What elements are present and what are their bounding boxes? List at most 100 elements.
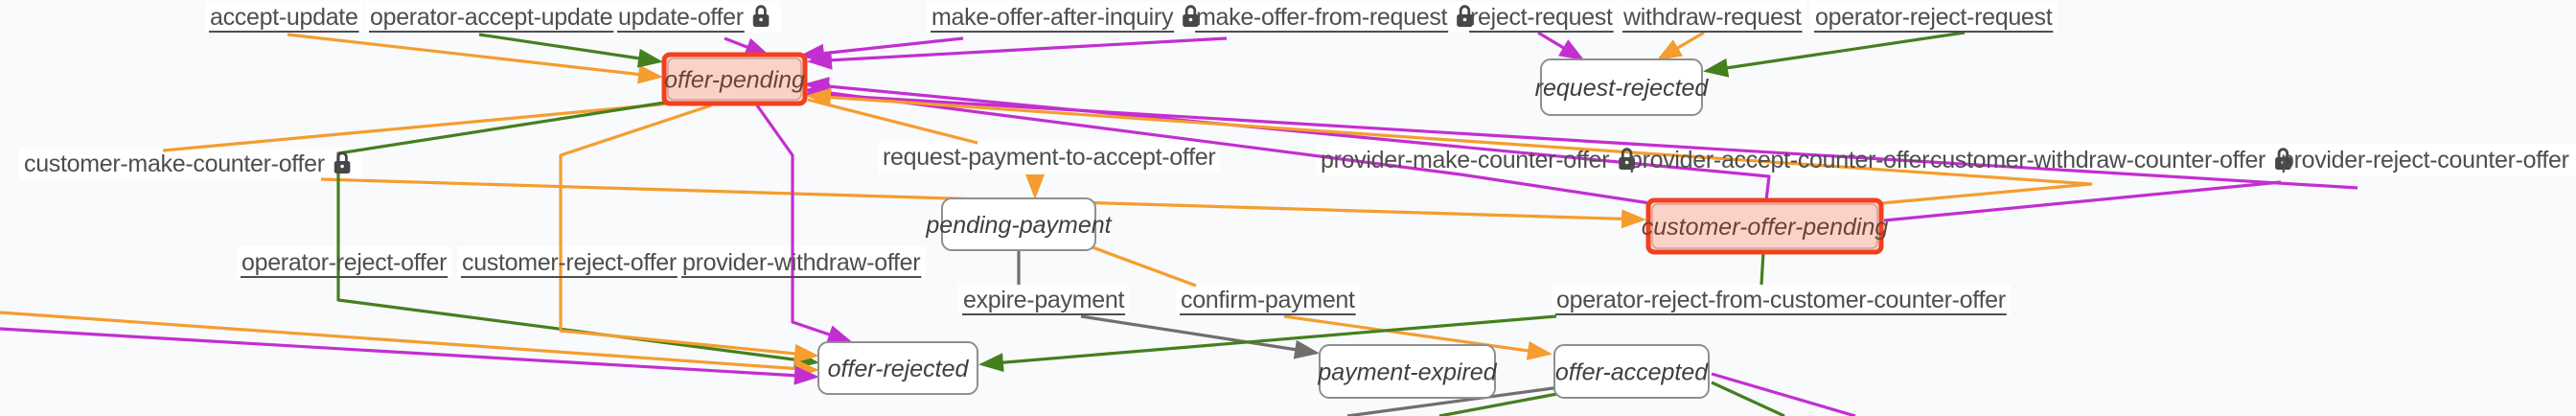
transition-label-update-offer[interactable]: update-offer bbox=[617, 4, 770, 33]
transition-label-text[interactable]: expire-payment bbox=[963, 287, 1125, 313]
state-request-rejected[interactable]: request-rejected bbox=[1535, 58, 1710, 116]
transition-label-text[interactable]: provider-make-counter-offer bbox=[1321, 147, 1610, 173]
state-box[interactable] bbox=[1540, 58, 1703, 116]
label-background bbox=[1619, 1, 1806, 33]
state-customer-offer-pending[interactable]: customer-offer-pending bbox=[1642, 197, 1889, 255]
transition-label-provider-withdraw-offer[interactable]: provider-withdraw-offer bbox=[681, 249, 922, 278]
edge-operator bbox=[1711, 381, 1785, 416]
transition-label-text[interactable]: make-offer-from-request bbox=[1196, 4, 1448, 31]
edge-customer bbox=[1656, 31, 1705, 61]
edge-operator bbox=[1438, 391, 1563, 416]
state-pending-payment[interactable]: pending-payment bbox=[925, 197, 1113, 251]
transition-label-make-offer-after-inquiry[interactable]: make-offer-after-inquiry bbox=[931, 4, 1199, 33]
edge-customer bbox=[0, 311, 819, 379]
lock-icon bbox=[2275, 148, 2291, 170]
edge-customer bbox=[1283, 314, 1552, 360]
transition-label-text[interactable]: provider-accept-counter-offer bbox=[1629, 147, 1930, 173]
edge-operator bbox=[1760, 251, 1765, 286]
transition-label-text[interactable]: operator-reject-request bbox=[1815, 4, 2053, 31]
edge-operator bbox=[978, 314, 1557, 373]
edge-provider bbox=[1537, 31, 1585, 61]
state-box[interactable] bbox=[1319, 344, 1496, 399]
transition-label-accept-update[interactable]: accept-update bbox=[209, 4, 359, 33]
label-background bbox=[2276, 144, 2576, 175]
edge-operator bbox=[478, 33, 663, 68]
state-box-inner-border bbox=[1651, 203, 1878, 249]
transition-label-operator-reject-offer[interactable]: operator-reject-offer bbox=[241, 249, 448, 278]
transition-label-text[interactable]: operator-accept-update bbox=[370, 4, 613, 31]
state-box[interactable] bbox=[1645, 197, 1884, 255]
label-background bbox=[237, 246, 452, 278]
transition-label-text[interactable]: operator-reject-offer bbox=[242, 249, 447, 276]
transition-label-text[interactable]: withdraw-request bbox=[1622, 4, 1802, 31]
label-background bbox=[1925, 144, 2304, 175]
state-nodes: offer-pending request-rejected pending-pay… bbox=[661, 52, 1889, 399]
state-box[interactable] bbox=[661, 52, 808, 106]
transition-label-operator-accept-update[interactable]: operator-accept-update bbox=[369, 4, 614, 33]
state-label: request-rejected bbox=[1535, 75, 1710, 102]
label-background bbox=[365, 1, 618, 33]
state-box[interactable] bbox=[817, 341, 978, 395]
label-background bbox=[678, 246, 926, 278]
state-box[interactable] bbox=[941, 197, 1096, 251]
transition-label-provider-make-counter-offer[interactable]: provider-make-counter-offer bbox=[1321, 147, 1635, 173]
label-background bbox=[613, 1, 781, 33]
transition-label-operator-reject-from-customer-counter-offer[interactable]: operator-reject-from-customer-counter-of… bbox=[1555, 287, 2007, 315]
label-background bbox=[1465, 1, 1618, 33]
state-box[interactable] bbox=[1553, 344, 1710, 399]
edge-customer bbox=[162, 102, 672, 152]
transition-label-customer-make-counter-offer[interactable]: customer-make-counter-offer bbox=[24, 150, 351, 177]
transition-label-text[interactable]: reject-request bbox=[1470, 4, 1613, 31]
state-offer-rejected[interactable]: offer-rejected bbox=[817, 341, 978, 395]
transition-label-request-payment-to-accept-offer[interactable]: request-payment-to-accept-offer bbox=[883, 144, 1216, 171]
label-backgrounds bbox=[19, 1, 2576, 315]
transition-label-text[interactable]: request-payment-to-accept-offer bbox=[883, 144, 1216, 171]
edge-provider bbox=[755, 104, 853, 344]
lock-icon bbox=[752, 5, 770, 27]
state-label: customer-offer-pending bbox=[1642, 214, 1889, 241]
transition-label-text[interactable]: customer-make-counter-offer bbox=[24, 150, 325, 177]
transition-label-reject-request[interactable]: reject-request bbox=[1469, 4, 1614, 33]
state-box-inner-border bbox=[667, 58, 802, 101]
lock-icon bbox=[334, 151, 351, 173]
state-offer-accepted[interactable]: offer-accepted bbox=[1553, 344, 1710, 399]
transition-label-text[interactable]: update-offer bbox=[618, 4, 744, 31]
edge-operator bbox=[1703, 31, 1966, 78]
label-background bbox=[205, 1, 363, 33]
transition-label-operator-reject-request[interactable]: operator-reject-request bbox=[1814, 4, 2054, 33]
edge-customer bbox=[1092, 245, 1197, 288]
transition-label-text[interactable]: customer-reject-offer bbox=[462, 249, 677, 276]
transition-label-text[interactable]: provider-withdraw-offer bbox=[682, 249, 921, 276]
transition-label-confirm-payment[interactable]: confirm-payment bbox=[1180, 287, 1356, 315]
transition-label-text[interactable]: customer-withdraw-counter-offer bbox=[1930, 147, 2266, 173]
edge-provider bbox=[807, 36, 1228, 70]
label-background bbox=[958, 284, 1130, 315]
edge-provider bbox=[724, 36, 770, 57]
label-background bbox=[19, 148, 362, 179]
transition-label-provider-accept-counter-offer[interactable]: provider-accept-counter-offer bbox=[1629, 147, 1930, 173]
transition-label-text[interactable]: make-offer-after-inquiry bbox=[932, 4, 1174, 31]
edge-customer bbox=[287, 33, 663, 84]
transition-label-text[interactable]: confirm-payment bbox=[1181, 287, 1355, 313]
state-offer-pending[interactable]: offer-pending bbox=[661, 52, 808, 106]
transition-label-customer-withdraw-counter-offer[interactable]: customer-withdraw-counter-offer bbox=[1930, 147, 2291, 173]
label-background bbox=[1810, 1, 2058, 33]
transition-label-expire-payment[interactable]: expire-payment bbox=[962, 287, 1126, 315]
edge-provider bbox=[0, 327, 819, 385]
transition-label-text[interactable]: operator-reject-from-customer-counter-of… bbox=[1556, 287, 2006, 313]
transition-label-customer-reject-offer[interactable]: customer-reject-offer bbox=[461, 249, 678, 278]
lock-icon bbox=[1183, 5, 1199, 27]
state-payment-expired[interactable]: payment-expired bbox=[1317, 344, 1498, 399]
edge-operator bbox=[336, 100, 819, 370]
lock-icon bbox=[1457, 5, 1473, 27]
edge-customer bbox=[559, 104, 819, 363]
state-label: offer-pending bbox=[664, 67, 805, 94]
transition-label-provider-reject-counter-offer[interactable]: provider-reject-counter-offer bbox=[2281, 147, 2576, 173]
transition-label-make-offer-from-request[interactable]: make-offer-from-request bbox=[1195, 4, 1473, 33]
transition-label-text[interactable]: accept-update bbox=[210, 4, 358, 31]
label-background bbox=[457, 246, 681, 278]
transition-label-withdraw-request[interactable]: withdraw-request bbox=[1622, 4, 1803, 33]
transition-label-text[interactable]: provider-reject-counter-offer bbox=[2281, 147, 2569, 173]
edge-customer bbox=[807, 98, 978, 145]
